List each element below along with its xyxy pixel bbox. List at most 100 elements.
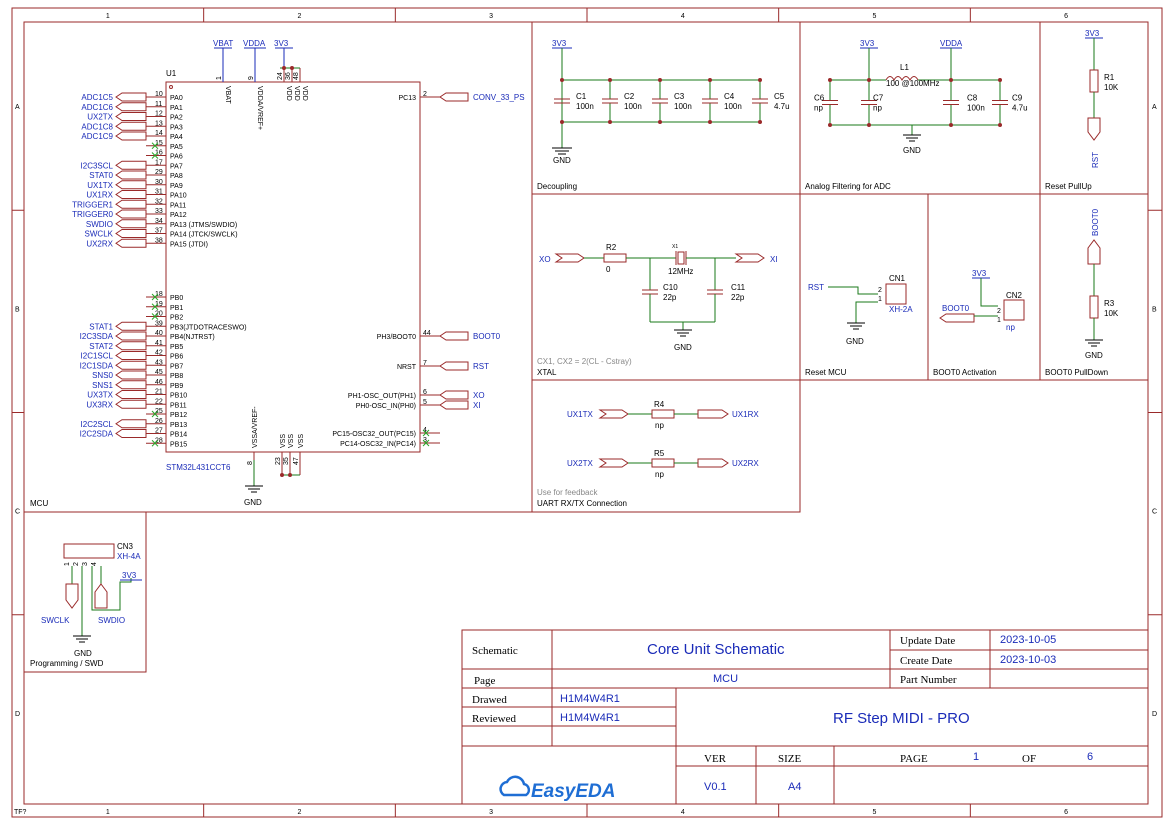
net-flag: [115, 331, 147, 341]
net-flag: [115, 419, 147, 429]
net-flag: [115, 351, 147, 360]
analog-filter-circuit: 3V3 VDDA L1 100 @100MHz GND C6npC7npC810…: [814, 39, 1028, 155]
mcu-pin-number: 29: [155, 169, 163, 176]
mcu-pin-number: 12: [155, 111, 163, 118]
logo-text: EasyEDA: [531, 781, 616, 802]
net-flag: [115, 199, 147, 209]
cn2-ref: CN2: [1006, 291, 1023, 300]
net-flag: [115, 209, 147, 219]
xtal-circuit: XO R2 0 X1 12MHz XI C10 22p C11 22p GND: [539, 243, 778, 352]
vbat-flag: VBAT: [213, 39, 233, 48]
mcu-pin-number: 13: [155, 120, 163, 127]
mcu-pin-number: 30: [155, 179, 163, 186]
mcu-pin-name: PB4(NJTRST): [170, 334, 215, 341]
mcu-pin-name: PA1: [170, 105, 183, 112]
mcu-pin-number: 45: [155, 369, 163, 376]
mcu-pin-number: 34: [155, 218, 163, 225]
cn2-val: np: [1006, 323, 1015, 332]
net-flag: [439, 331, 469, 341]
net-flag: [115, 360, 147, 370]
mcu-pin-number: 33: [155, 208, 163, 215]
net-flag: [115, 102, 147, 112]
mcu-pin-name: PA7: [170, 163, 183, 170]
mcu-pin-number: 5: [423, 399, 427, 406]
cn3-pin3: 3: [82, 562, 89, 566]
net-label: I2C2SCL: [81, 420, 114, 429]
capacitor-value: 4.7u: [774, 102, 790, 111]
net-label: I2C1SDA: [80, 361, 114, 370]
mcu-pin-name: PB15: [170, 441, 187, 448]
mcu-pin-number: 28: [155, 437, 163, 444]
cn3-ref: CN3: [117, 542, 134, 551]
frame-col-top: 4: [681, 13, 685, 20]
net-label: SNS1: [92, 381, 113, 390]
mcu-pin-name: PB3(JTDOTRACESWO): [170, 324, 247, 331]
net-flag: [115, 131, 147, 141]
section-labels: MCU Decoupling Analog Filtering for ADC …: [30, 182, 1108, 668]
no-connect-icon: [151, 142, 159, 150]
xtal-xo: XO: [539, 255, 551, 264]
mcu-pin-number: 39: [155, 320, 163, 327]
frame-col-top: 1: [106, 13, 110, 20]
r2-ref: R2: [606, 243, 617, 252]
no-connect-icon: [151, 313, 159, 320]
mcu-pin-number: 19: [155, 301, 163, 308]
mcu-pin-number: 38: [155, 237, 163, 244]
no-connect-icon: [151, 293, 159, 301]
net-flag: [115, 180, 147, 190]
capacitor-value: 100n: [967, 104, 985, 113]
tb-project: RF Step MIDI - PRO: [833, 710, 970, 727]
rpu-supply: 3V3: [1085, 29, 1100, 38]
frame-col-bottom: 4: [681, 809, 685, 816]
mcu-pin-name: PA2: [170, 115, 183, 122]
r4-ref: R4: [654, 400, 665, 409]
net-flag: [115, 190, 147, 199]
mcu-pin-name: PB12: [170, 412, 187, 419]
mcu-pin-name: PA10: [170, 193, 187, 200]
mcu-pin-name: VDD: [301, 86, 308, 101]
uart-in2: UX2TX: [567, 459, 593, 468]
net-label: XO: [473, 391, 485, 400]
dec-supply: 3V3: [552, 39, 567, 48]
mcu-pin-number: 26: [155, 418, 163, 425]
mcu-pin-name: PA6: [170, 154, 183, 161]
frame-row-right: D: [1152, 711, 1157, 718]
net-label: I2C3SCL: [81, 161, 114, 170]
c10-val: 22p: [663, 293, 677, 302]
mcu-pin-number: 37: [155, 228, 163, 235]
r2-val: 0: [606, 265, 611, 274]
mcu-pin-number: 42: [155, 350, 163, 357]
reset-pullup-circuit: 3V3 R1 10K RST: [1085, 29, 1119, 168]
tb-reviewed-value: H1M4W4R1: [560, 712, 620, 724]
v3v3-flag: 3V3: [274, 39, 289, 48]
mcu-pin-name: PB2: [170, 315, 183, 322]
tb-page-value: MCU: [713, 673, 738, 685]
net-flag: [115, 92, 147, 102]
net-label: ADC1C9: [81, 132, 113, 141]
mcu-pin-number: 40: [155, 330, 163, 337]
net-label: XI: [473, 401, 481, 410]
cn2-pin1: 1: [997, 317, 1001, 324]
label-xtal: XTAL: [537, 368, 557, 377]
frame-row-right: C: [1152, 509, 1157, 516]
mcu-pin-name: PH1-OSC_OUT(PH1): [348, 393, 416, 400]
xtal-note: CX1, CX2 = 2(CL - Cstray): [537, 357, 632, 366]
mcu-pin-name: PC13: [398, 95, 416, 102]
mcu-pin-name: PB13: [170, 422, 187, 429]
net-flag: [115, 370, 147, 380]
mcu-pin-name: PB9: [170, 383, 183, 390]
capacitor-value: np: [814, 104, 823, 113]
no-connect-icon: [151, 152, 159, 159]
frame-row-right: A: [1152, 104, 1157, 111]
net-label: I2C3SDA: [80, 332, 114, 341]
frame-col-top: 2: [298, 13, 302, 20]
r4-val: np: [655, 421, 664, 430]
mcu-pin-name: PB0: [170, 295, 183, 302]
net-label: STAT2: [89, 342, 113, 351]
net-label: ADC1C5: [81, 93, 113, 102]
capacitor-value: np: [873, 104, 882, 113]
